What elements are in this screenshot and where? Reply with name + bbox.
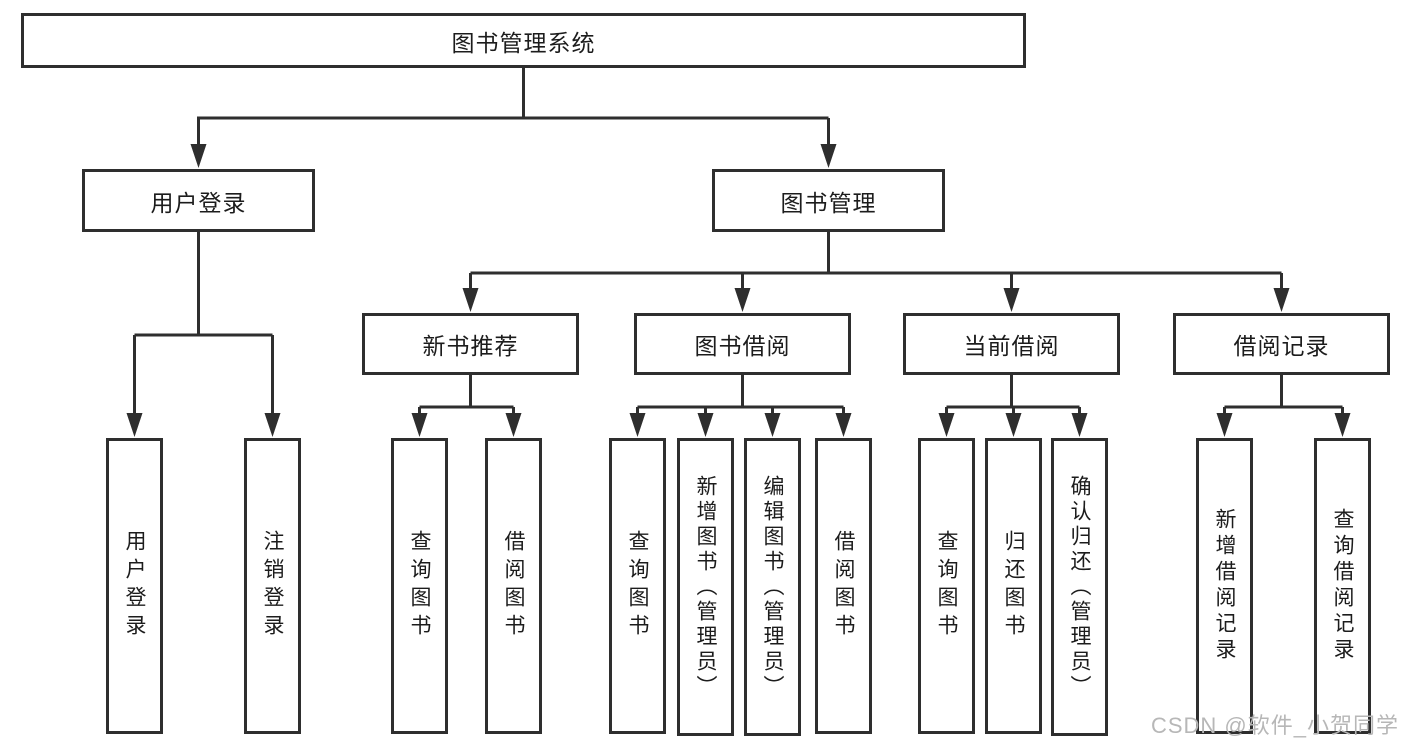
leaf-add-books-admin-label: 新增图书（管理员） [694, 474, 717, 700]
leaf-add-books-admin: 新增图书（管理员） [677, 438, 734, 736]
leaf-query-books-2: 查询图书 [609, 438, 666, 734]
node-root: 图书管理系统 [21, 13, 1026, 68]
leaf-query-books-1-label: 查询图书 [408, 530, 431, 642]
leaf-borrow-books-1-label: 借阅图书 [502, 530, 525, 642]
leaf-borrow-books-2: 借阅图书 [815, 438, 872, 734]
leaf-edit-books-admin-label: 编辑图书（管理员） [761, 474, 784, 700]
node-new-book-recommend: 新书推荐 [362, 313, 579, 375]
leaf-logout-label: 注销登录 [261, 530, 284, 642]
node-root-label: 图书管理系统 [451, 29, 596, 56]
leaf-return-books: 归还图书 [985, 438, 1042, 734]
node-book-borrowing-label: 图书借阅 [694, 333, 791, 359]
leaf-query-books-2-label: 查询图书 [626, 530, 649, 642]
node-book-borrowing: 图书借阅 [634, 313, 851, 375]
leaf-query-books-3: 查询图书 [918, 438, 975, 734]
leaf-confirm-return-admin-label: 确认归还（管理员） [1068, 474, 1091, 700]
node-book-management-label: 图书管理 [780, 189, 877, 216]
leaf-query-books-3-label: 查询图书 [935, 530, 958, 642]
leaf-query-books-1: 查询图书 [391, 438, 448, 734]
leaf-add-borrow-record-label: 新增借阅记录 [1213, 508, 1236, 664]
leaf-user-login: 用户登录 [106, 438, 163, 734]
leaf-borrow-books-1: 借阅图书 [485, 438, 542, 734]
node-borrowing-records: 借阅记录 [1173, 313, 1390, 375]
leaf-logout: 注销登录 [244, 438, 301, 734]
leaf-edit-books-admin: 编辑图书（管理员） [744, 438, 801, 736]
leaf-user-login-label: 用户登录 [123, 530, 146, 642]
csdn-watermark: CSDN @软件_小贺同学 [1150, 713, 1399, 738]
leaf-return-books-label: 归还图书 [1002, 530, 1025, 642]
node-new-book-recommend-label: 新书推荐 [422, 333, 519, 359]
node-user-login: 用户登录 [82, 169, 315, 232]
node-book-management: 图书管理 [712, 169, 945, 232]
leaf-query-borrow-record-label: 查询借阅记录 [1331, 508, 1354, 664]
node-user-login-label: 用户登录 [150, 189, 247, 216]
node-current-borrowing-label: 当前借阅 [963, 333, 1060, 359]
leaf-confirm-return-admin: 确认归还（管理员） [1051, 438, 1108, 736]
node-borrowing-records-label: 借阅记录 [1233, 333, 1330, 359]
leaf-query-borrow-record: 查询借阅记录 [1314, 438, 1371, 734]
leaf-borrow-books-2-label: 借阅图书 [832, 530, 855, 642]
node-current-borrowing: 当前借阅 [903, 313, 1120, 375]
leaf-add-borrow-record: 新增借阅记录 [1196, 438, 1253, 734]
